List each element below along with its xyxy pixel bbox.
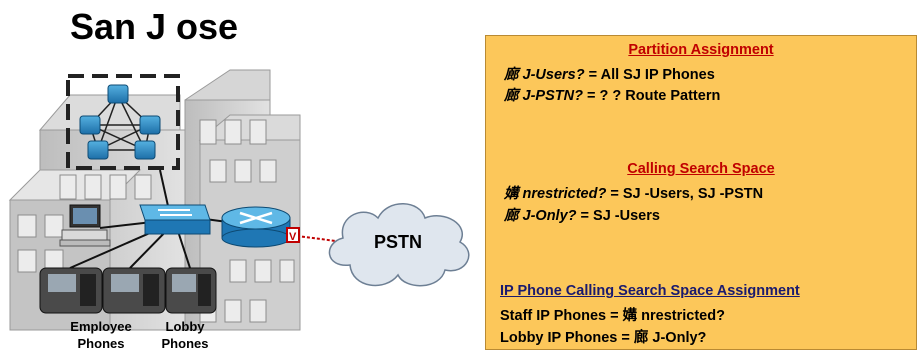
lobby-phones-label: Lobby Phones <box>161 319 209 351</box>
server-icon <box>87 140 109 160</box>
css-line: 廊 J-Only? = SJ -Users <box>504 208 660 224</box>
assignment-line: Lobby IP Phones = 廊 J-Only? <box>500 330 707 346</box>
css-heading: Calling Search Space <box>627 161 775 177</box>
server-icon <box>139 115 161 135</box>
partition-line: 廊 J-PSTN? = ? ? Route Pattern <box>504 88 721 104</box>
ip-phone-icon <box>165 267 217 314</box>
ip-phone-icon <box>102 267 166 314</box>
voice-port-icon: V <box>286 227 300 243</box>
callmanager-cluster <box>66 74 180 170</box>
css-info-panel: Partition Assignment 廊 J-Users? = All SJ… <box>485 35 917 350</box>
partition-line: 廊 J-Users? = All SJ IP Phones <box>504 67 715 83</box>
employee-phones-label: Employee Phones <box>70 319 132 351</box>
server-icon <box>107 84 129 104</box>
router-icon <box>221 206 291 248</box>
ip-phone-icon <box>39 267 103 314</box>
pstn-cloud-icon <box>328 203 470 287</box>
pstn-link <box>296 235 337 242</box>
voice-port-label: V <box>289 231 297 243</box>
site-title: San J ose <box>70 6 239 47</box>
assignment-line: Staff IP Phones = 媾 nrestricted? <box>500 308 725 324</box>
css-line: 媾 nrestricted? = SJ -Users, SJ -PSTN <box>504 186 764 202</box>
pstn-label: PSTN <box>374 232 423 252</box>
assignment-heading: IP Phone Calling Search Space Assignment <box>500 283 800 299</box>
server-icon <box>134 140 156 160</box>
computer-icon <box>59 204 111 247</box>
server-icon <box>79 115 101 135</box>
switch-icon <box>139 204 211 235</box>
partition-heading: Partition Assignment <box>628 42 774 58</box>
